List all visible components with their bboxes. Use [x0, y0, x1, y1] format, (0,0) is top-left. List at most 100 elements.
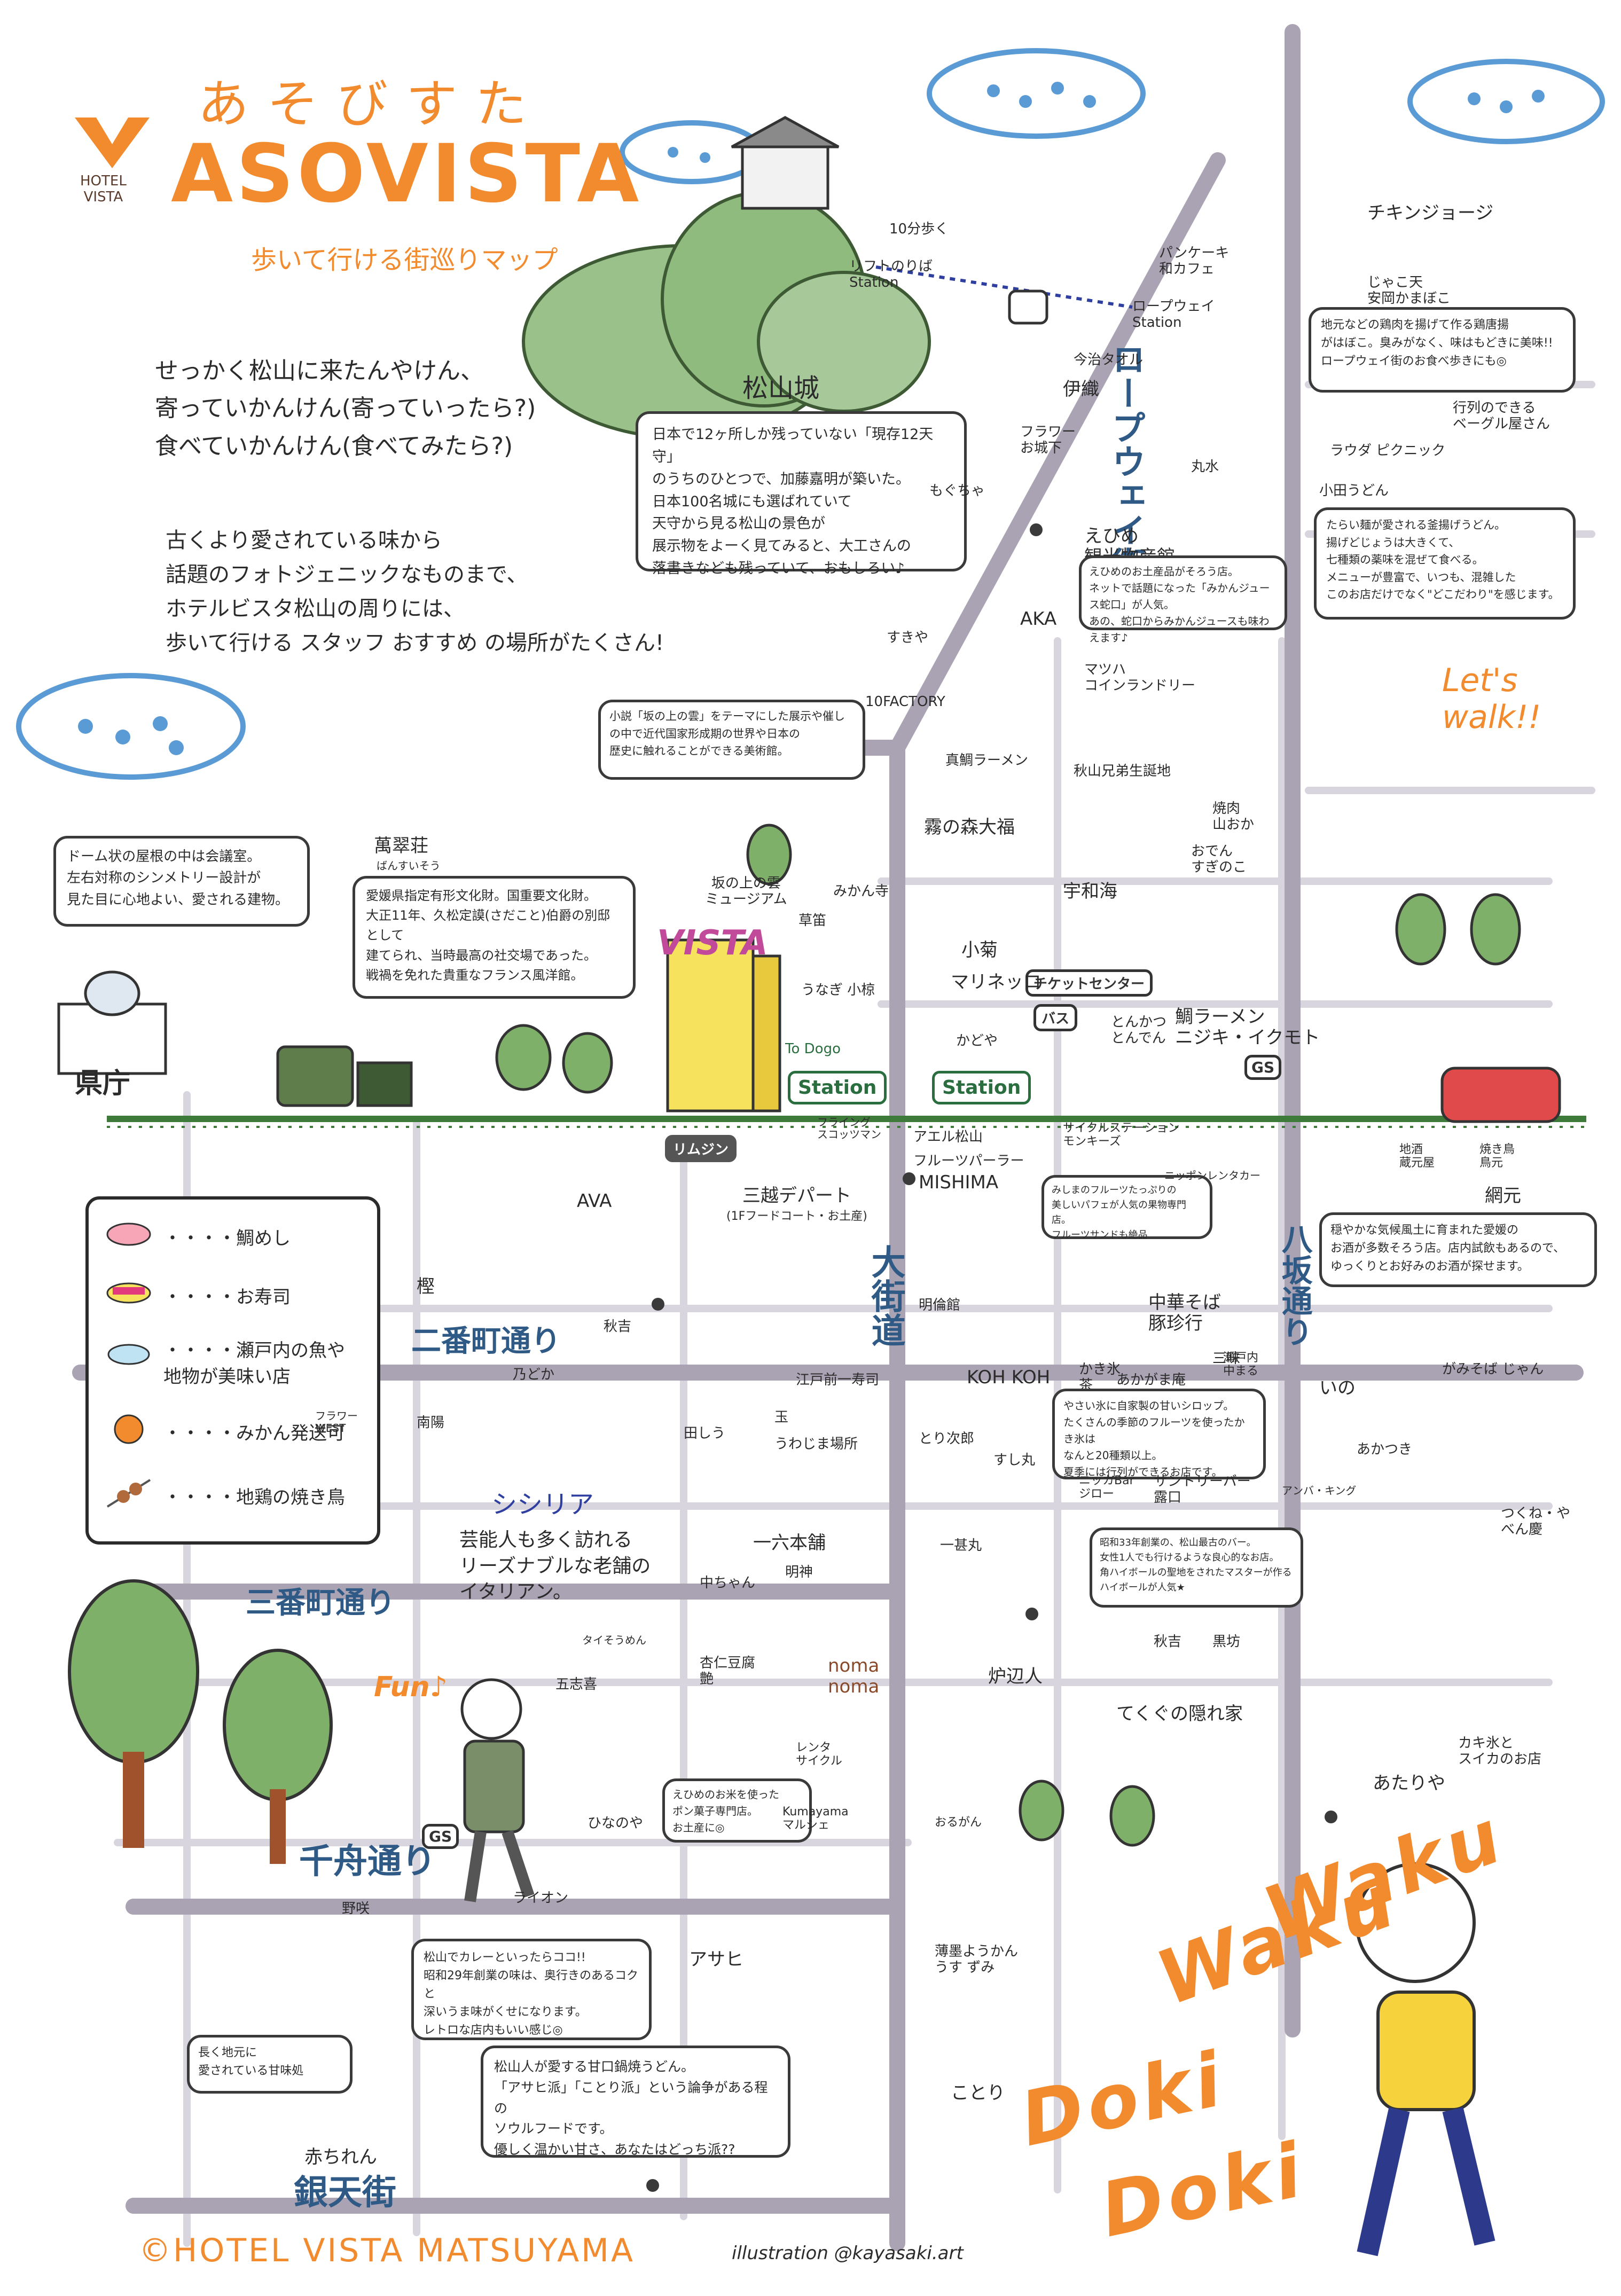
place-fruit-parlor[interactable]: フルーツパーラー — [913, 1153, 1024, 1169]
place-amba-king[interactable]: アンバ・キング — [1282, 1484, 1357, 1497]
place-akachiren[interactable]: 赤ちれん — [304, 2146, 377, 2168]
place-mogucha[interactable]: もぐちゃ — [929, 483, 985, 499]
place-myojin[interactable]: 明神 — [785, 1564, 813, 1580]
place-ino[interactable]: いの — [1319, 1377, 1356, 1399]
place-madai-ramen[interactable]: 真鯛ラーメン — [945, 753, 1028, 769]
place-yamaoka[interactable]: 焼肉 山おか — [1212, 801, 1255, 833]
place-mikandera[interactable]: みかん寺 — [833, 883, 889, 899]
place-ichiroku[interactable]: 一六本舗 — [753, 1532, 826, 1554]
place-usuzumi-yokan[interactable]: 薄墨ようかん うす ずみ — [935, 1944, 1019, 1976]
place-kuramotoya[interactable]: 地酒 蔵元屋 — [1399, 1143, 1435, 1170]
place-bansuiso[interactable]: 萬翠荘 — [374, 835, 428, 857]
place-gyoku[interactable]: 玉 — [774, 1409, 789, 1425]
place-kurobo[interactable]: 黒坊 — [1212, 1634, 1241, 1650]
place-imabari-towel[interactable]: 今治タオル — [1074, 352, 1144, 368]
ropeway-station[interactable]: ロープウェイ Station — [1132, 299, 1215, 331]
lift-station[interactable]: リフトのりば Station — [849, 258, 933, 291]
place-torijiro[interactable]: とり次郎 — [919, 1431, 975, 1447]
place-nakamaru[interactable]: 瀬戸内 中まる — [1223, 1351, 1259, 1378]
place-akagama[interactable]: あかがま庵 — [1116, 1372, 1186, 1388]
place-akiyoshi-2[interactable]: 秋吉 — [1154, 1634, 1182, 1650]
place-ichinojo[interactable]: 一甚丸 — [940, 1538, 982, 1554]
place-suntory-bar[interactable]: サントリーバー 露口 — [1154, 1474, 1251, 1506]
place-lion[interactable]: ライオン — [513, 1890, 569, 1906]
place-kiri-daifuku[interactable]: 霧の森大福 — [924, 817, 1015, 838]
place-kakigoori-cha[interactable]: かき氷 茶 — [1079, 1361, 1121, 1393]
place-kotori[interactable]: ことり — [951, 2082, 1005, 2104]
place-soubei[interactable]: 草笛 — [798, 913, 827, 929]
place-annin-tofu[interactable]: 杏仁豆腐 艶 — [700, 1655, 756, 1687]
place-nosaki[interactable]: 野咲 — [342, 1901, 370, 1917]
place-uwakai[interactable]: 宇和海 — [1063, 881, 1117, 902]
place-kohkoh[interactable]: KOH KOH — [967, 1367, 1051, 1388]
place-sanmi[interactable]: 三味 — [1212, 1351, 1241, 1367]
place-nakachan[interactable]: 中ちゃん — [700, 1575, 756, 1591]
place-10factory[interactable]: 10FACTORY — [865, 694, 945, 710]
vista-building-label[interactable]: VISTA — [657, 923, 768, 963]
map-pin[interactable] — [1025, 1608, 1038, 1620]
place-ava[interactable]: AVA — [577, 1190, 612, 1212]
place-atariya[interactable]: あたりや — [1373, 1773, 1445, 1794]
ticket-center[interactable]: チケットセンター — [1025, 969, 1153, 997]
place-meirinkan[interactable]: 明倫館 — [919, 1297, 961, 1313]
place-benkei[interactable]: つくね・や べん慶 — [1501, 1506, 1571, 1538]
place-tashiu[interactable]: 田しう — [684, 1425, 726, 1441]
place-aka[interactable]: AKA — [1020, 608, 1057, 630]
place-nanyo[interactable]: 南陽 — [417, 1415, 445, 1431]
place-coin-laundry[interactable]: マツハ コインランドリー — [1084, 662, 1196, 694]
place-mitsukoshi[interactable]: 三越デパート — [742, 1185, 851, 1206]
place-tekugu[interactable]: てくぐの隠れ家 — [1116, 1703, 1243, 1725]
place-amimoto[interactable]: 網元 — [1485, 1185, 1521, 1206]
place-asahi[interactable]: アサヒ — [689, 1949, 743, 1970]
map-pin[interactable] — [1325, 1811, 1337, 1823]
map-pin[interactable] — [646, 2179, 659, 2192]
place-kumayama-marche[interactable]: Kumayama マルシェ — [782, 1805, 849, 1832]
place-mishima[interactable]: MISHIMA — [919, 1172, 999, 1193]
place-flying-scotsman[interactable]: フライング スコッツマン — [817, 1116, 881, 1141]
place-flower-west[interactable]: フラワー WEST — [315, 1409, 358, 1435]
station-2[interactable]: Station — [932, 1071, 1031, 1104]
place-tai-ramen[interactable]: 鯛ラーメン ニジキ・イクモト — [1175, 1006, 1320, 1049]
place-sushimaru[interactable]: すし丸 — [993, 1452, 1036, 1468]
place-noma-noma[interactable]: noma noma — [828, 1655, 880, 1698]
place-akatsuki[interactable]: あかつき — [1357, 1441, 1413, 1457]
map-pin[interactable] — [903, 1172, 915, 1185]
place-tai-somen[interactable]: タイそうめん — [582, 1634, 646, 1647]
place-bagel[interactable]: ラウダ ピクニック — [1330, 443, 1446, 459]
place-sukiya[interactable]: すきや — [887, 630, 929, 646]
place-kashi[interactable]: 樫 — [417, 1276, 435, 1297]
place-rental-cycle[interactable]: レンタ サイクル — [796, 1741, 842, 1768]
place-marineko[interactable]: マリネッコ — [951, 971, 1041, 993]
place-uwajima-basho[interactable]: うわじま場所 — [774, 1436, 858, 1452]
place-oda-udon[interactable]: 小田うどん — [1319, 483, 1389, 499]
place-marumi[interactable]: 丸水 — [1191, 459, 1219, 475]
castle-label[interactable]: 松山城 — [742, 373, 820, 403]
station-1[interactable]: Station — [788, 1071, 887, 1104]
place-sicilia[interactable]: シシリア — [491, 1490, 594, 1519]
place-robatajin[interactable]: 炉辺人 — [988, 1666, 1043, 1687]
place-chicken-george[interactable]: チキンジョージ — [1367, 202, 1494, 224]
place-nikka-bar[interactable]: ニッカBar ジロー — [1079, 1474, 1134, 1501]
place-kamaboko[interactable]: じゃこ天 安岡かまぼこ — [1367, 275, 1451, 307]
place-goshiki[interactable]: 五志喜 — [555, 1676, 598, 1692]
place-torimoto[interactable]: 焼き鳥 鳥元 — [1479, 1143, 1515, 1170]
place-butachinko[interactable]: 中華そば 豚珍行 — [1148, 1292, 1221, 1335]
place-unagi-ogura[interactable]: うなぎ 小椋 — [801, 982, 875, 998]
limousine-stop[interactable]: リムジン — [665, 1135, 737, 1162]
place-sakanoue-museum[interactable]: 坂の上の雲 ミュージアム — [705, 875, 787, 907]
place-flower-oshiroshita[interactable]: フラワー お城下 — [1020, 424, 1076, 456]
place-akiyama[interactable]: 秋山兄弟生誕地 — [1074, 763, 1171, 779]
place-iori[interactable]: 伊織 — [1063, 379, 1099, 400]
map-pin[interactable] — [652, 1298, 664, 1311]
map-pin[interactable] — [1030, 523, 1043, 536]
place-hinanoya[interactable]: ひなのや — [588, 1815, 644, 1831]
place-kogiku[interactable]: 小菊 — [961, 939, 998, 961]
place-suginoko[interactable]: おでん すぎのこ — [1191, 843, 1247, 875]
place-tonden[interactable]: とんかつ とんでん — [1111, 1014, 1167, 1046]
place-pancake[interactable]: パンケーキ 和カフェ — [1159, 245, 1230, 277]
hotel-logo[interactable]: HOTEL VISTA — [69, 112, 155, 214]
place-akiyoshi[interactable]: 秋吉 — [604, 1319, 632, 1335]
place-gamisoba[interactable]: がみそば じゃん — [1442, 1361, 1544, 1377]
place-nodoka[interactable]: 乃どか — [513, 1367, 555, 1383]
bus-stop[interactable]: バス — [1033, 1004, 1078, 1031]
